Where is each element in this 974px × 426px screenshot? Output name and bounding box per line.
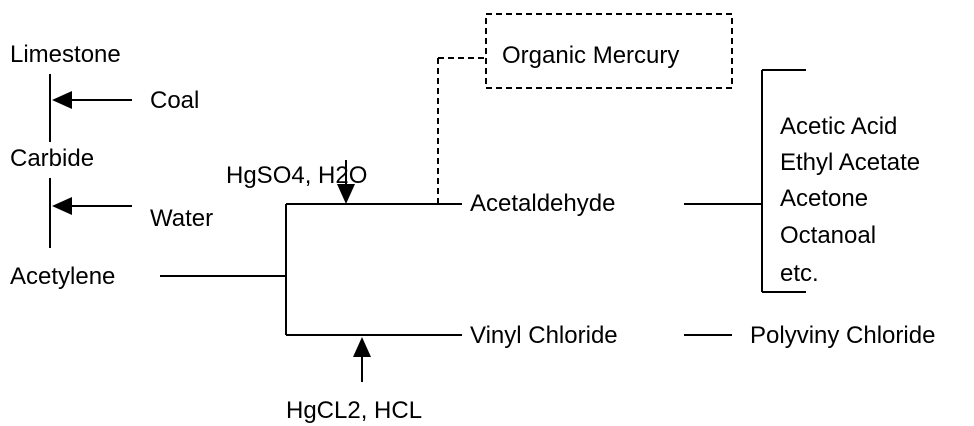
- polyvinyl-chloride-label: Polyviny Chloride: [750, 322, 935, 349]
- hgcl2-arrow-head: [353, 337, 371, 357]
- product-item: etc.: [780, 260, 819, 287]
- organic-mercury-box: [485, 13, 733, 89]
- carbide-label: Carbide: [10, 145, 94, 172]
- water-arrow-head: [52, 197, 72, 215]
- vinyl-chloride-label: Vinyl Chloride: [470, 322, 618, 349]
- product-item: Acetic Acid: [780, 113, 897, 140]
- hgso4-arrow-head: [337, 184, 355, 204]
- hgcl2-hcl-label: HgCL2, HCL: [286, 397, 422, 424]
- product-item: Octanoal: [780, 222, 876, 249]
- product-item: Ethyl Acetate: [780, 149, 920, 176]
- acetaldehyde-label: Acetaldehyde: [470, 190, 615, 217]
- coal-arrow-head: [52, 91, 72, 109]
- coal-label: Coal: [150, 87, 199, 114]
- product-item: Acetone: [780, 185, 868, 212]
- water-label: Water: [150, 205, 213, 232]
- limestone-label: Limestone: [10, 41, 121, 68]
- acetylene-label: Acetylene: [10, 263, 115, 290]
- organic-mercury-label: Organic Mercury: [502, 42, 679, 69]
